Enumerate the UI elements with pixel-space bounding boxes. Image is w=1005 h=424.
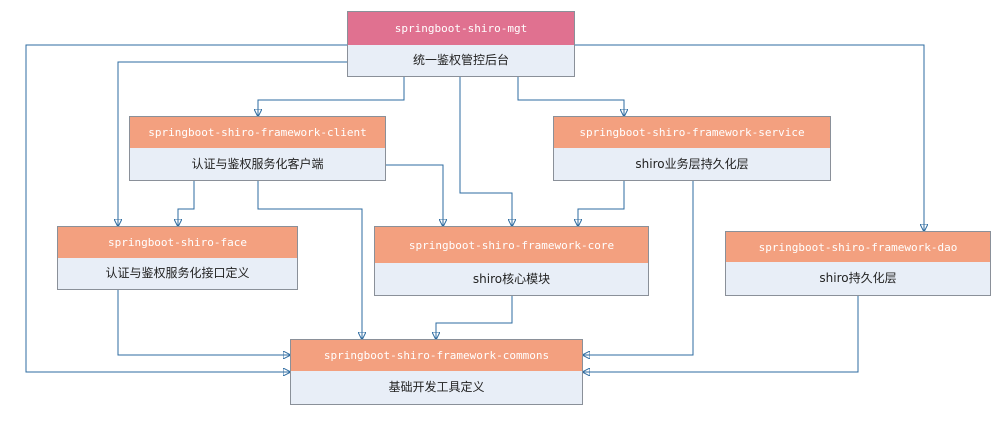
arrow-mgt-to-service bbox=[517, 77, 624, 116]
arrow-mgt-to-client bbox=[258, 77, 405, 116]
module-service: springboot-shiro-framework-service shiro… bbox=[553, 116, 831, 181]
module-face-name: springboot-shiro-face bbox=[58, 227, 297, 258]
module-mgt-name: springboot-shiro-mgt bbox=[348, 12, 574, 45]
module-commons: springboot-shiro-framework-commons 基础开发工… bbox=[290, 339, 583, 405]
module-core-name: springboot-shiro-framework-core bbox=[375, 227, 648, 263]
module-dao-name: springboot-shiro-framework-dao bbox=[726, 232, 990, 262]
module-commons-desc: 基础开发工具定义 bbox=[388, 380, 485, 394]
module-core-desc: shiro核心模块 bbox=[472, 271, 551, 286]
module-face-desc: 认证与鉴权服务化接口定义 bbox=[105, 266, 250, 280]
module-commons-name: springboot-shiro-framework-commons bbox=[291, 340, 582, 371]
module-service-desc: shiro业务层持久化层 bbox=[635, 156, 749, 171]
arrow-dao-to-commons bbox=[583, 296, 859, 372]
arrow-core-to-commons bbox=[436, 296, 513, 339]
arrow-service-to-core bbox=[578, 181, 625, 226]
module-dao: springboot-shiro-framework-dao shiro持久化层 bbox=[725, 231, 991, 296]
arrow-client-to-core bbox=[386, 164, 443, 226]
module-core: springboot-shiro-framework-core shiro核心模… bbox=[374, 226, 649, 296]
arrow-client-to-commons bbox=[257, 181, 362, 339]
module-mgt-desc: 统一鉴权管控后台 bbox=[412, 53, 509, 67]
arrow-face-to-commons bbox=[117, 290, 290, 355]
module-service-name: springboot-shiro-framework-service bbox=[554, 117, 830, 148]
module-client-desc: 认证与鉴权服务化客户端 bbox=[191, 156, 324, 171]
module-client: springboot-shiro-framework-client 认证与鉴权服… bbox=[129, 116, 386, 181]
module-mgt: springboot-shiro-mgt 统一鉴权管控后台 bbox=[347, 11, 575, 77]
arrow-mgt-to-face bbox=[118, 61, 347, 226]
arrow-client-to-face bbox=[178, 181, 195, 226]
arrow-mgt-to-dao bbox=[575, 44, 924, 231]
module-client-name: springboot-shiro-framework-client bbox=[130, 117, 385, 148]
arrow-service-to-commons bbox=[583, 181, 694, 355]
module-face: springboot-shiro-face 认证与鉴权服务化接口定义 bbox=[57, 226, 298, 290]
arrow-mgt-to-core bbox=[459, 77, 512, 226]
arrow-mgt-to-commons bbox=[25, 44, 347, 372]
module-dao-desc: shiro持久化层 bbox=[819, 271, 897, 285]
